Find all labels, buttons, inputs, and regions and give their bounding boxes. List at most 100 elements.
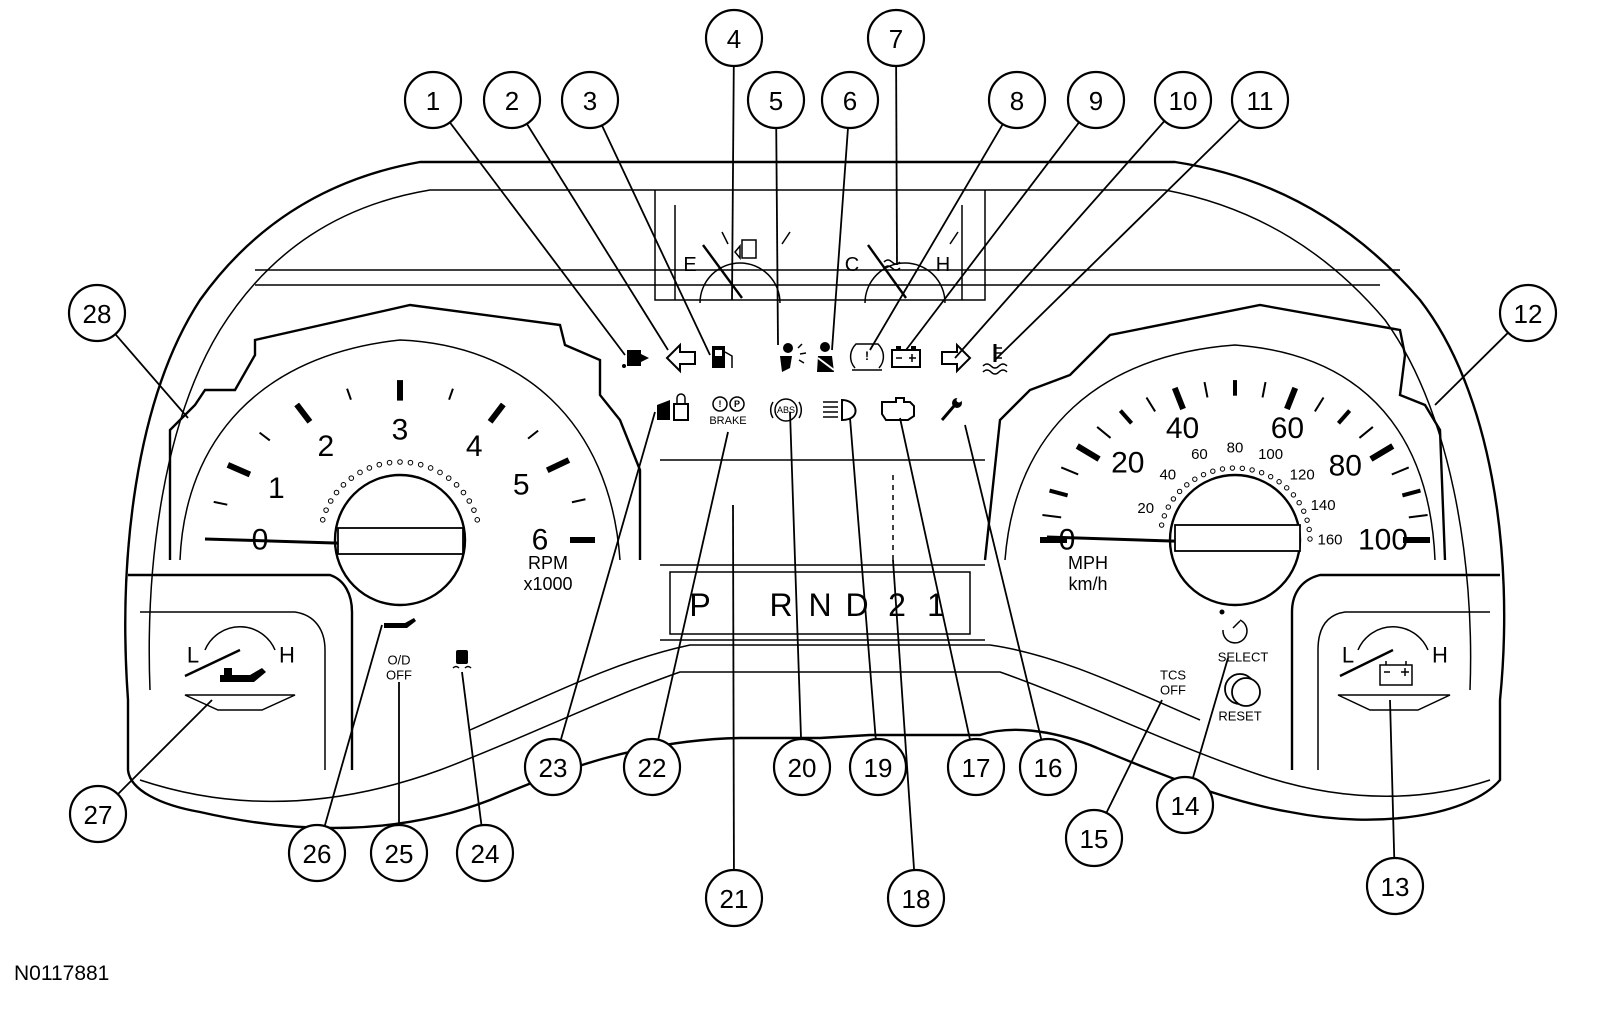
tach-minor-tick [213, 500, 228, 506]
callout-leader [526, 123, 669, 351]
prndl-letter: 2 [888, 587, 906, 623]
oil-high-label: H [279, 643, 295, 668]
speedo-minor-tick [1261, 381, 1267, 398]
speedo-minor-tick [1203, 381, 1209, 398]
callout-number: 18 [902, 884, 931, 914]
callout-7: 7 [866, 8, 926, 68]
callout-leader [892, 559, 915, 871]
speedo-dot [1229, 465, 1236, 471]
temp-needle [867, 244, 907, 299]
tach-number: 5 [513, 469, 530, 502]
callout-number: 5 [769, 86, 783, 116]
reset-knob-icon[interactable] [1224, 673, 1261, 707]
left-turn-signal-icon [665, 342, 696, 374]
callout-circle [369, 823, 429, 883]
prndl-letter: R [769, 587, 792, 623]
callout-circle [746, 70, 806, 130]
callout-number: 11 [1247, 86, 1274, 116]
speedo-dot [1284, 485, 1290, 491]
callout-leader [731, 65, 735, 301]
tach-dot [474, 517, 481, 523]
callout-number: 9 [1089, 86, 1103, 116]
tach-major-tick [487, 402, 506, 424]
brake-label: BRAKE [709, 415, 746, 427]
traction-control-icon [452, 650, 472, 669]
tach-major-tick [545, 457, 571, 474]
tire-pressure-icon: ! [849, 343, 885, 371]
speedo-dot [1184, 482, 1190, 488]
speedo-minor-tick [1391, 466, 1410, 476]
tach-dot [323, 507, 329, 513]
callout-number: 22 [638, 753, 667, 783]
callout-19: 19 [848, 737, 908, 797]
callout-leader [1434, 332, 1509, 406]
tach-dot [407, 459, 414, 466]
callout-number: 14 [1171, 791, 1200, 821]
callout-20: 20 [772, 737, 832, 797]
callout-23: 23 [523, 737, 583, 797]
speedo-kmh-number: 40 [1159, 466, 1176, 483]
callout-circle [1230, 70, 1290, 130]
speedo-mph-number: 40 [1166, 412, 1199, 445]
callout-circle [886, 868, 946, 928]
callout-circle [987, 70, 1047, 130]
callout-number: 13 [1381, 872, 1410, 902]
callout-number: 15 [1080, 824, 1109, 854]
indicator-row-second: ! P BRAKE ABS [657, 393, 962, 427]
speedo-dot [1249, 467, 1255, 473]
speedo-minor-tick [1118, 409, 1134, 425]
callout-25: 25 [369, 823, 429, 883]
lower-indicators: O/D OFF TCS OFF SELECT RESET [384, 609, 1268, 724]
callout-5: 5 [746, 70, 806, 130]
tach-dot [366, 465, 373, 471]
callout-circle [1155, 775, 1215, 835]
callout-leader [869, 123, 1004, 351]
callout-leader [831, 127, 849, 351]
callout-number: 25 [385, 839, 414, 869]
tach-dot [340, 482, 347, 488]
speedo-mph-number: 60 [1271, 412, 1304, 445]
abs-label: ABS [777, 405, 795, 415]
callout-leader [732, 504, 735, 871]
callout-26: 26 [287, 823, 347, 883]
speedo-dot [1165, 504, 1171, 510]
od-off-line1: O/D [387, 653, 410, 668]
callout-28: 28 [67, 283, 127, 343]
tach-number: 4 [466, 430, 483, 463]
indicator-row-top: ! [622, 342, 1008, 375]
reset-label: RESET [1218, 709, 1261, 724]
callout-15: 15 [1064, 808, 1124, 868]
speedo-minor-tick [1401, 488, 1421, 498]
callout-number: 28 [83, 299, 112, 329]
callout-number: 10 [1169, 86, 1198, 116]
callout-circle [1066, 70, 1126, 130]
svg-text:!: ! [865, 349, 869, 363]
tach-dot [397, 459, 403, 465]
callout-circle [560, 70, 620, 130]
speedo-unit-mph: MPH [1068, 553, 1108, 573]
callout-circle [704, 868, 764, 928]
tach-needle-cap [337, 527, 464, 555]
callout-1: 1 [403, 70, 463, 130]
tach-dot [386, 459, 393, 466]
callout-circle [482, 70, 542, 130]
speedo-minor-tick [1314, 397, 1325, 412]
tach-dot [427, 465, 434, 471]
callout-number: 7 [889, 24, 903, 54]
speedo-minor-tick [1336, 409, 1352, 425]
callout-circle [820, 70, 880, 130]
speed-control-icon [1219, 609, 1248, 644]
speedo-major-tick [1284, 386, 1299, 411]
callout-circle [67, 283, 127, 343]
speedo-minor-tick [1358, 426, 1374, 439]
speedo-needle-cap [1174, 524, 1301, 552]
speedo-dot [1296, 500, 1302, 506]
speedo-mph-number: 100 [1358, 524, 1408, 557]
callout-leader [895, 65, 898, 266]
speedo-mph-number: 80 [1329, 450, 1362, 483]
speedo-dot [1219, 466, 1226, 472]
